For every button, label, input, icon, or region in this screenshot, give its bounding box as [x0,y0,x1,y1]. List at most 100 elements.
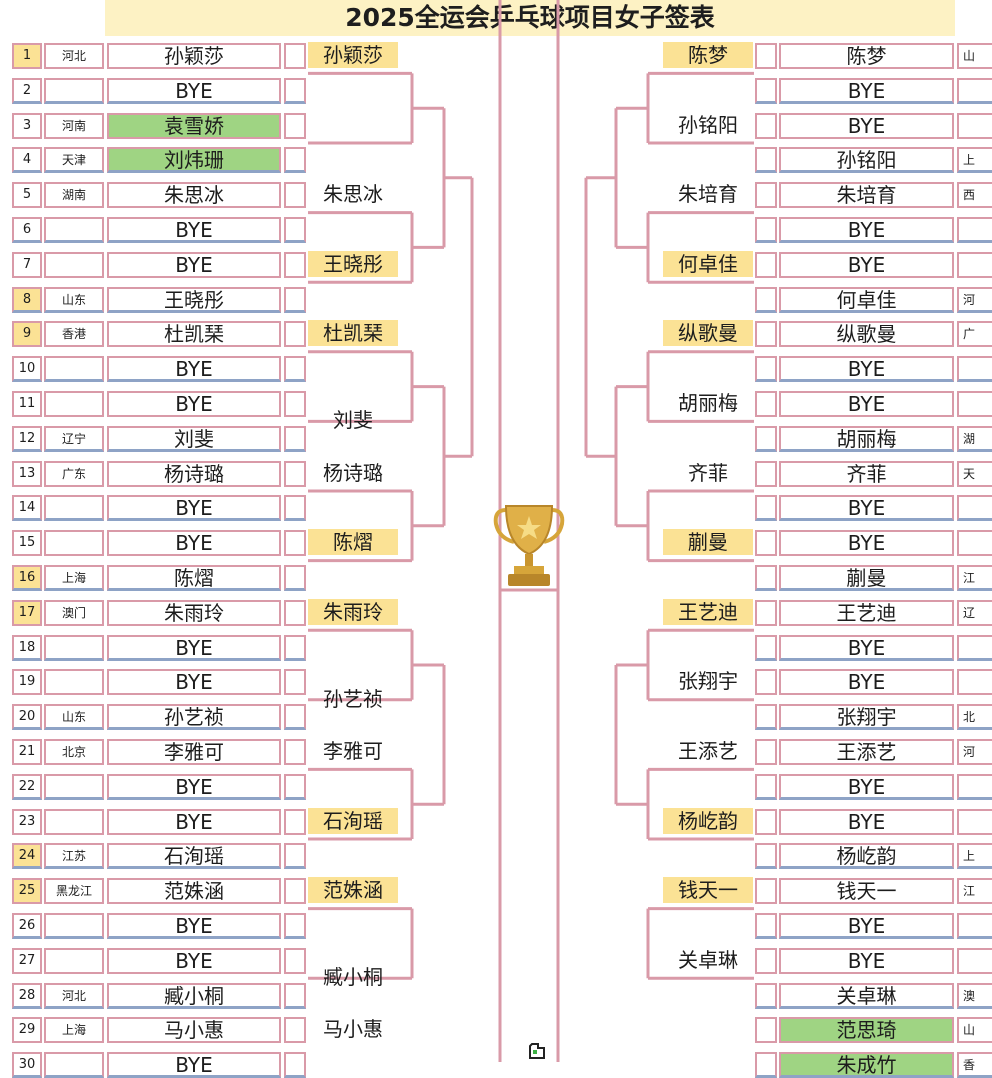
player-name: 杨屹韵 [779,843,954,869]
round-winner: 石洵瑶 [308,808,398,834]
province-label [44,356,104,382]
round-winner: 马小惠 [323,1017,383,1041]
province-label: 河 [957,287,992,313]
bracket-slot [284,113,306,139]
province-label [957,356,992,382]
seed-number: 21 [12,739,42,765]
player-name: 孙颖莎 [107,43,281,69]
province-label: 天 [957,461,992,487]
player-name: BYE [107,669,281,695]
player-name: 胡丽梅 [779,426,954,452]
province-label [44,913,104,939]
seed-number: 27 [12,948,42,974]
round-winner: 孙铭阳 [678,113,738,137]
player-name: BYE [107,1052,281,1078]
bracket-slot [755,948,777,974]
bracket-slot [755,739,777,765]
bracket-slot [284,635,306,661]
province-label: 澳门 [44,600,104,626]
province-label: 广 [957,321,992,347]
province-label: 山东 [44,287,104,313]
province-label: 山 [957,43,992,69]
seed-number: 14 [12,495,42,521]
player-name: BYE [779,217,954,243]
bracket-slot [755,1052,777,1078]
bracket-slot [755,774,777,800]
bracket-slot [284,1052,306,1078]
province-label: 香 [957,1052,992,1078]
player-name: 陈熠 [107,565,281,591]
player-name: BYE [107,774,281,800]
player-name: BYE [107,530,281,556]
player-name: BYE [779,669,954,695]
player-name: 杜凯琹 [107,321,281,347]
round-winner: 臧小桐 [323,965,383,989]
player-name: 王添艺 [779,739,954,765]
player-name: BYE [779,495,954,521]
round-winner: 齐菲 [688,461,728,485]
seed-number: 26 [12,913,42,939]
round-winner: 杨屹韵 [663,808,753,834]
player-name: 朱雨玲 [107,600,281,626]
player-name: 袁雪娇 [107,113,281,139]
round-winner: 王艺迪 [663,599,753,625]
bracket-slot [284,391,306,417]
bracket-slot [755,43,777,69]
player-name: 朱培育 [779,182,954,208]
seed-number: 12 [12,426,42,452]
province-label: 山东 [44,704,104,730]
round-winner: 何卓佳 [663,251,753,277]
player-name: BYE [779,809,954,835]
seed-number: 18 [12,635,42,661]
bracket-slot [284,565,306,591]
province-label: 北京 [44,739,104,765]
round-winner: 纵歌曼 [663,320,753,346]
seed-number: 20 [12,704,42,730]
bracket-slot [755,600,777,626]
round-winner: 王晓彤 [308,251,398,277]
province-label [957,78,992,104]
province-label: 河南 [44,113,104,139]
player-name: BYE [107,391,281,417]
bracket-slot [284,426,306,452]
bracket-slot [755,252,777,278]
player-name: BYE [779,635,954,661]
player-name: 刘炜珊 [107,147,281,173]
player-name: BYE [779,913,954,939]
bracket-slot [755,391,777,417]
bracket-slot [284,600,306,626]
page-title: 2025全运会乒乓球项目女子签表 [105,0,955,36]
round-winner: 朱培育 [678,182,738,206]
bracket-slot [755,1017,777,1043]
bracket-slot [755,182,777,208]
player-name: 关卓琳 [779,983,954,1009]
bracket-slot [284,739,306,765]
bracket-slot [755,635,777,661]
bracket-slot [755,530,777,556]
seed-number: 10 [12,356,42,382]
seed-number: 23 [12,809,42,835]
player-name: BYE [107,913,281,939]
round-winner: 朱思冰 [323,182,383,206]
bracket-slot [755,704,777,730]
bracket-slot [755,495,777,521]
player-name: 朱思冰 [107,182,281,208]
round-winner: 刘斐 [333,408,373,432]
player-name: BYE [779,774,954,800]
province-label: 河北 [44,983,104,1009]
province-label: 辽宁 [44,426,104,452]
seed-number: 17 [12,600,42,626]
seed-number: 22 [12,774,42,800]
seed-number: 28 [12,983,42,1009]
province-label [44,217,104,243]
player-name: 范思琦 [779,1017,954,1043]
province-label [44,809,104,835]
province-label: 北 [957,704,992,730]
province-label: 黑龙江 [44,878,104,904]
bracket-slot [755,321,777,347]
bracket-slot [284,948,306,974]
province-label: 西 [957,182,992,208]
player-name: 李雅可 [107,739,281,765]
player-name: 纵歌曼 [779,321,954,347]
seed-number: 30 [12,1052,42,1078]
